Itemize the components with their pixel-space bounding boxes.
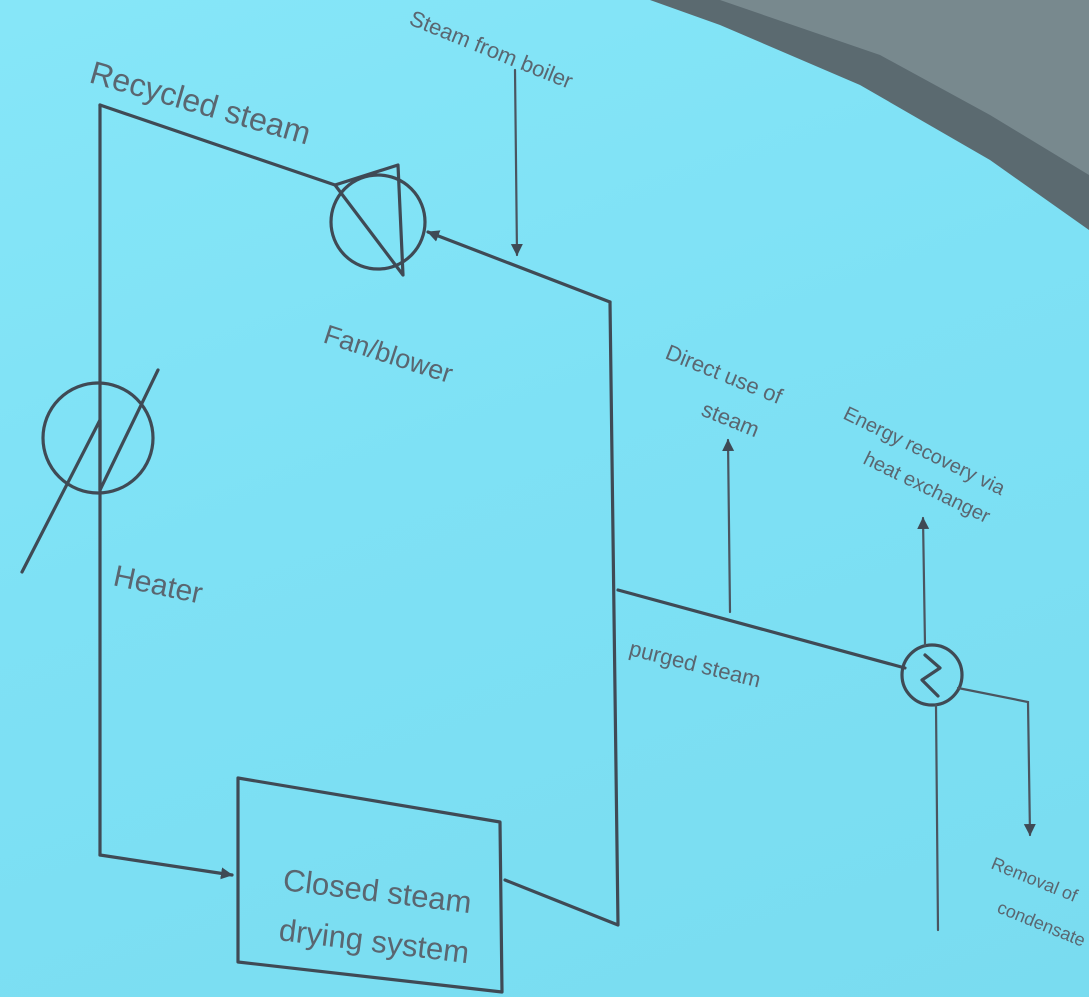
purged-steam-label: purged steam [627, 636, 764, 693]
drying-system-label-line2: drying system [277, 912, 471, 970]
fan-blower-label: Fan/blower [320, 319, 456, 389]
screen-frame-edge [720, 0, 1089, 175]
condensate-line [956, 686, 1036, 837]
energy-recovery-label: Energy recovery via heat exchanger [840, 403, 1009, 528]
direct-use-label: Direct use of steam [662, 339, 787, 442]
heat-exchanger-symbol [900, 643, 964, 707]
removal-of-condensate-label: Removal of condensate [989, 853, 1089, 950]
recycled-steam-label: Recycled steam [86, 54, 315, 151]
removal-label-line2: condensate [995, 897, 1089, 950]
drying-system-label-line1: Closed steam [281, 862, 473, 920]
drying-system-box [236, 776, 504, 994]
exchanger-bottom-line [934, 703, 940, 932]
energy-recovery-arrow [917, 516, 930, 647]
heater-symbol [20, 368, 160, 574]
direct-use-arrow [722, 438, 735, 614]
direct-use-label-line2: steam [698, 396, 763, 442]
fan-blower-symbol [329, 163, 427, 277]
return-line-to-fan [426, 230, 612, 304]
direct-use-label-line1: Direct use of [662, 339, 787, 409]
steam-from-boiler-arrow [510, 68, 523, 257]
purged-steam-line [616, 588, 907, 670]
recycled-steam-line [98, 103, 337, 187]
heater-to-dryer-line [98, 853, 234, 880]
steam-from-boiler-label: Steam from boiler [406, 5, 576, 93]
heater-label: Heater [111, 560, 206, 611]
return-line-right [503, 300, 620, 927]
drying-system-label: Closed steam drying system [277, 862, 473, 970]
